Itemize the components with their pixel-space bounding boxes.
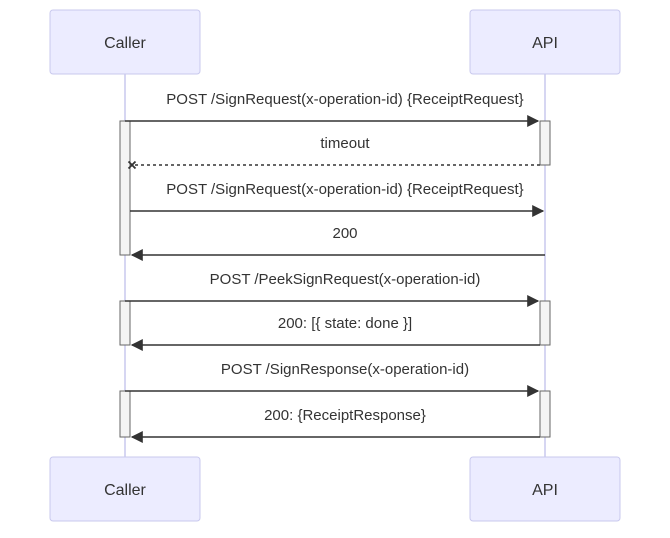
actor-label: API bbox=[532, 35, 558, 52]
message-3: POST /SignRequest(x-operation-id) {Recei… bbox=[130, 181, 545, 217]
activation-bar-caller bbox=[119, 120, 131, 256]
actor-box bbox=[49, 9, 201, 75]
message-2: timeout bbox=[127, 135, 540, 170]
actor-label: API bbox=[532, 482, 558, 499]
actor-caller-bottom: Caller bbox=[49, 456, 201, 522]
message-4: 200 bbox=[130, 225, 545, 261]
cross-icon bbox=[127, 160, 137, 170]
actor-box bbox=[469, 9, 621, 75]
message-label: timeout bbox=[320, 135, 370, 152]
actor-label: Caller bbox=[104, 35, 146, 52]
actor-box bbox=[469, 456, 621, 522]
message-label: POST /SignRequest(x-operation-id) {Recei… bbox=[166, 181, 523, 198]
actor-box bbox=[49, 456, 201, 522]
activation-bar-api bbox=[539, 300, 551, 346]
message-5: POST /PeekSignRequest(x-operation-id) bbox=[125, 271, 540, 307]
activation-bar-api bbox=[539, 390, 551, 438]
activation-bar-caller bbox=[119, 300, 131, 346]
message-label: 200: [{ state: done }] bbox=[278, 315, 412, 332]
actor-api-top: API bbox=[469, 9, 621, 75]
message-7: POST /SignResponse(x-operation-id) bbox=[125, 361, 540, 397]
message-label: POST /PeekSignRequest(x-operation-id) bbox=[210, 271, 481, 288]
message-label: POST /SignResponse(x-operation-id) bbox=[221, 361, 469, 378]
message-label: 200: {ReceiptResponse} bbox=[264, 407, 426, 424]
actor-label: Caller bbox=[104, 482, 146, 499]
actor-caller-top: Caller bbox=[49, 9, 201, 75]
activation-bar-api bbox=[539, 120, 551, 166]
activation-bar-caller bbox=[119, 390, 131, 438]
message-1: POST /SignRequest(x-operation-id) {Recei… bbox=[125, 91, 540, 127]
actor-api-bottom: API bbox=[469, 456, 621, 522]
message-label: 200 bbox=[332, 225, 357, 242]
message-8: 200: {ReceiptResponse} bbox=[130, 407, 540, 443]
message-label: POST /SignRequest(x-operation-id) {Recei… bbox=[166, 91, 523, 108]
message-6: 200: [{ state: done }] bbox=[130, 315, 540, 351]
